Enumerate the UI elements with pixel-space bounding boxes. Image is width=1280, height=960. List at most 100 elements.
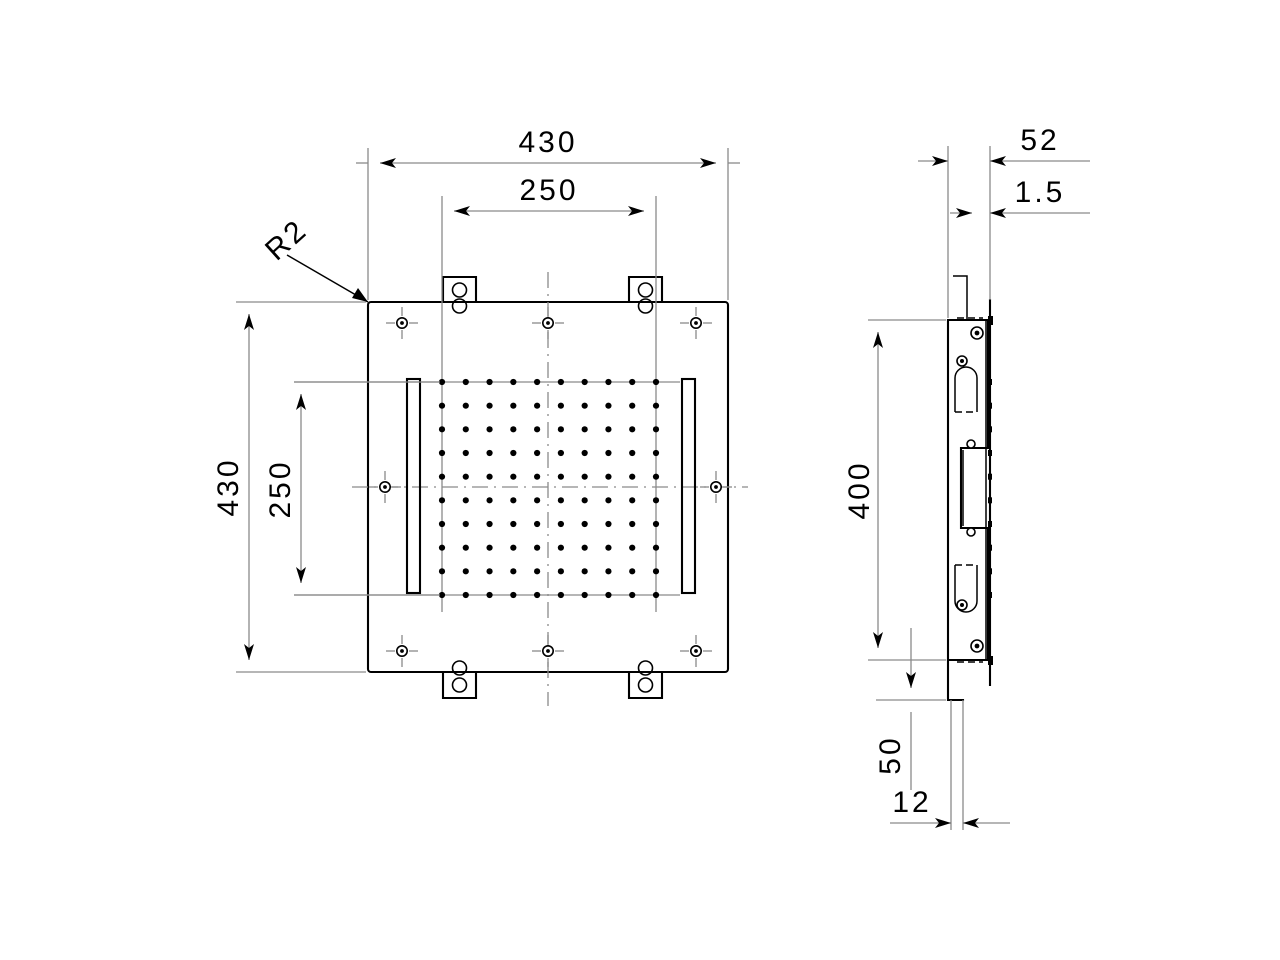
side-perforation-tick xyxy=(988,592,992,598)
perforation-hole xyxy=(462,520,469,528)
perforation-hole xyxy=(438,520,446,528)
perforation-hole xyxy=(510,520,517,528)
perforation-hole xyxy=(557,473,564,480)
perforation-hole xyxy=(557,568,564,575)
perforation-hole xyxy=(652,378,660,386)
perforation-hole xyxy=(581,426,588,433)
perforation-hole xyxy=(629,378,636,386)
fastener-mark xyxy=(369,471,401,503)
perforation-hole xyxy=(438,426,446,433)
perforation-hole xyxy=(534,520,541,528)
perforation-hole xyxy=(629,520,636,528)
perforation-hole xyxy=(629,426,636,433)
perforation-hole xyxy=(486,497,493,504)
perforation-hole xyxy=(605,544,612,551)
perforation-hole xyxy=(486,378,493,386)
dimension-depth-52: 52 xyxy=(918,124,1090,318)
fastener-center xyxy=(400,649,404,653)
fastener-mark xyxy=(680,307,712,339)
perforation-hole xyxy=(557,497,564,504)
perforation-hole xyxy=(629,402,636,409)
fastener-mark xyxy=(532,635,564,667)
side-perforation-tick xyxy=(988,544,992,551)
side-perforation-tick xyxy=(988,402,992,409)
perforation-hole xyxy=(486,568,493,575)
perforation-hole xyxy=(510,568,517,575)
side-perforation-tick xyxy=(988,568,992,575)
perforation-hole xyxy=(605,449,612,457)
perforation-hole xyxy=(581,402,588,409)
perforation-hole xyxy=(605,473,612,480)
perforation-hole xyxy=(605,402,612,409)
perforation-hole xyxy=(534,568,541,575)
perforation-hole xyxy=(557,591,564,599)
perforation-hole xyxy=(629,568,636,575)
perforation-hole xyxy=(510,591,517,599)
front-slot-right xyxy=(680,377,697,595)
perforation-hole xyxy=(652,568,660,575)
side-keyhole-slot-upper xyxy=(954,366,978,413)
dimension-height-inner: 250 xyxy=(264,381,440,596)
perforation-hole xyxy=(462,544,469,551)
perforation-hole xyxy=(486,591,493,599)
perforation-hole xyxy=(629,473,636,480)
side-edge-dash-marks xyxy=(957,317,983,663)
fastener-mark xyxy=(532,307,564,339)
perforation-hole xyxy=(652,473,660,480)
perforation-hole xyxy=(629,449,636,457)
front-view: 430 250 430 250 xyxy=(212,126,748,706)
side-corner-tick xyxy=(988,316,993,325)
perforation-hole xyxy=(629,497,636,504)
perforation-hole xyxy=(652,402,660,409)
perforation-hole xyxy=(438,473,446,480)
dimension-label-r2: R2 xyxy=(259,213,314,267)
fastener-mark xyxy=(700,471,732,503)
perforation-hole xyxy=(510,402,517,409)
perforation-hole xyxy=(652,497,660,504)
perforation-hole xyxy=(534,473,541,480)
perforation-hole xyxy=(652,591,660,599)
side-perforation-tick xyxy=(988,379,992,385)
perforation-hole xyxy=(510,497,517,504)
side-perforation-tick xyxy=(988,473,992,480)
perforation-hole xyxy=(581,449,588,457)
perforation-hole xyxy=(438,402,446,409)
perforation-hole xyxy=(438,568,446,575)
dimension-tail-12: 12 xyxy=(890,786,1010,828)
perforation-hole xyxy=(605,426,612,433)
side-perforation-tick xyxy=(988,497,992,504)
side-view: 52 1.5 400 50 xyxy=(843,124,1090,830)
perforation-hole xyxy=(510,473,517,480)
perforation-hole xyxy=(510,449,517,457)
side-perforation-tick xyxy=(988,450,992,456)
perforation-hole xyxy=(534,449,541,457)
side-fastener-marks xyxy=(956,326,984,653)
perforation-hole xyxy=(581,544,588,551)
perforation-hole xyxy=(486,473,493,480)
dimension-height-400: 400 xyxy=(843,319,946,661)
perforation-hole xyxy=(534,497,541,504)
front-fastener-marks xyxy=(369,307,732,667)
perforation-hole xyxy=(462,497,469,504)
mounting-tab-bottom-left xyxy=(441,660,478,700)
fastener-center xyxy=(694,321,698,325)
perforation-hole xyxy=(462,426,469,433)
perforation-hole xyxy=(605,591,612,599)
perforation-hole xyxy=(629,591,636,599)
fastener-center xyxy=(546,321,550,325)
radius-leader-r2 xyxy=(286,254,369,303)
dimension-label-430-height: 430 xyxy=(212,457,245,516)
fastener-center xyxy=(694,649,698,653)
perforation-hole xyxy=(438,378,446,386)
perforation-hole xyxy=(581,568,588,575)
perforation-hole xyxy=(534,426,541,433)
perforation-hole xyxy=(534,544,541,551)
side-corner-tick xyxy=(988,656,993,665)
side-pilot-hole-lower xyxy=(966,527,976,537)
side-top-lip xyxy=(953,275,968,320)
side-keyhole-slot-lower xyxy=(954,564,978,613)
front-slot-left xyxy=(405,377,422,595)
fastener-center xyxy=(546,649,550,653)
side-fastener-3 xyxy=(956,599,968,611)
